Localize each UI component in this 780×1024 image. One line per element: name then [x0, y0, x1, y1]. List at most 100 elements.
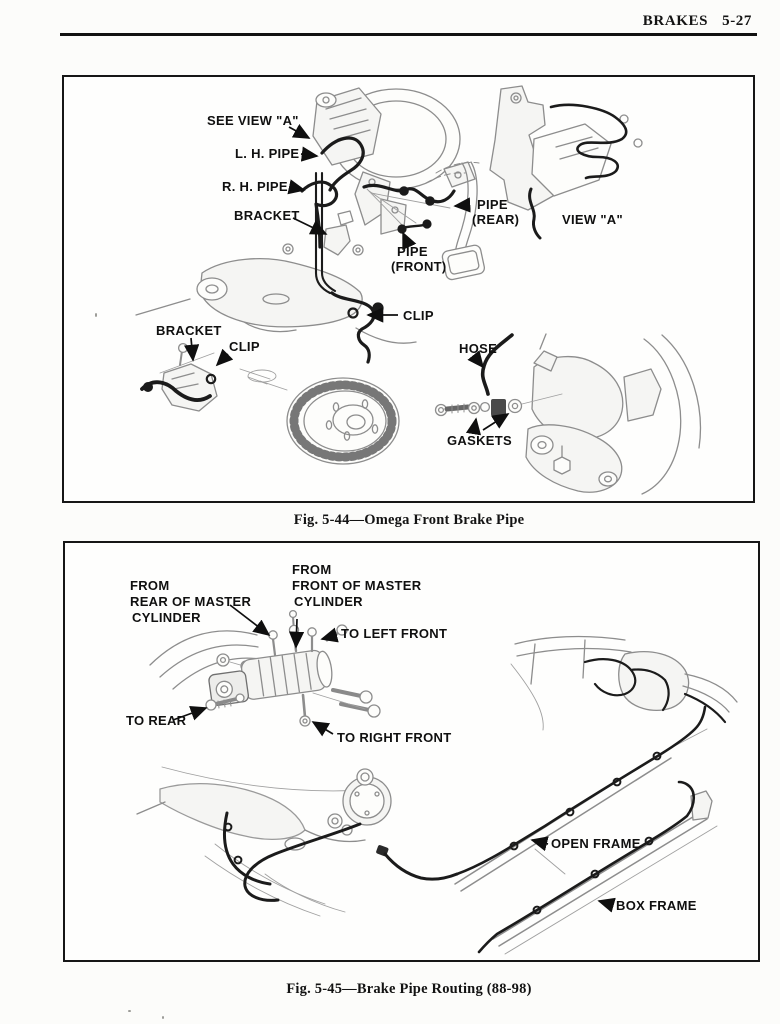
label-bracket-lower: BRACKET	[156, 323, 222, 338]
label-from-rear-1: FROM	[130, 578, 169, 593]
label-from-rear-2: REAR OF MASTER	[130, 594, 252, 609]
pipe-box-frame	[477, 780, 696, 954]
fitting-down	[299, 693, 311, 727]
chassis-left	[136, 766, 366, 917]
pipe-clip	[223, 822, 233, 832]
pipe-rear-run	[362, 183, 456, 204]
pipe-down-knuckle	[330, 291, 376, 364]
clip-ring-lower	[205, 373, 217, 385]
label-pipe-rear-1: PIPE	[477, 197, 508, 212]
arrow-from-front	[288, 618, 305, 649]
label-open-frame: OPEN FRAME	[551, 836, 641, 851]
steering-knuckle	[525, 333, 702, 495]
figure-5-45-drawing: FROM REAR OF MASTER CYLINDER FROM FRONT …	[126, 562, 738, 955]
label-view-a: VIEW "A"	[562, 212, 623, 227]
section-title: BRAKES	[642, 13, 709, 29]
pipe-clip	[652, 751, 662, 761]
arrow-pipe-front	[402, 231, 417, 251]
arrow-gasket-2	[482, 413, 510, 431]
figure-5-45-box: FROM REAR OF MASTER CYLINDER FROM FRONT …	[63, 541, 760, 962]
label-clip-lower: CLIP	[229, 339, 260, 354]
brake-pedal	[425, 161, 486, 281]
figure-5-44-drawing: SEE VIEW "A" L. H. PIPE R. H. PIPE BRACK…	[135, 85, 702, 495]
fender-arcs	[149, 630, 261, 690]
scan-speck	[95, 313, 97, 317]
brake-pipe-routing	[223, 658, 727, 954]
background-line-art-2	[136, 609, 738, 955]
arrow-bracket-lower	[183, 337, 200, 362]
arrow-to-rear	[172, 706, 208, 721]
label-pipe-front-2: (FRONT)	[391, 259, 447, 274]
label-gaskets: GASKETS	[447, 433, 512, 448]
arrow-gasket-1	[465, 417, 482, 436]
pipe-vertical-run-2	[320, 171, 337, 293]
arrow-clip-lower	[215, 348, 234, 367]
label-to-rear: TO REAR	[126, 713, 187, 728]
label-lh-pipe: L. H. PIPE	[235, 146, 299, 161]
label-to-right-front: TO RIGHT FRONT	[337, 730, 451, 745]
arrow-box-frame	[597, 897, 616, 913]
backing-plate-center	[327, 768, 392, 836]
pipe-clip	[565, 807, 575, 817]
arrow-rh-pipe	[287, 179, 306, 195]
pipe-axle-stub	[629, 668, 670, 712]
ground-hatching	[159, 352, 288, 391]
brake-pipes	[140, 103, 628, 402]
bracket-assembly-lower	[161, 342, 218, 412]
figure2-arrows	[172, 604, 616, 913]
pipe-clip	[532, 905, 542, 915]
pipe-left-branch	[243, 822, 362, 902]
figure2-labels: FROM REAR OF MASTER CYLINDER FROM FRONT …	[126, 562, 697, 913]
arrow-to-left-front	[320, 627, 339, 643]
label-pipe-front-1: PIPE	[397, 244, 428, 259]
rear-axle-assembly	[510, 635, 738, 731]
label-see-view-a: SEE VIEW "A"	[207, 113, 299, 128]
label-from-rear-3: CYLINDER	[132, 610, 201, 625]
background-line-art	[135, 85, 702, 495]
open-frame-rail	[454, 728, 708, 892]
pipe-clip	[233, 855, 243, 865]
lower-bracket-hose	[140, 380, 212, 402]
label-hose: HOSE	[459, 341, 497, 356]
lh-pipe	[320, 136, 365, 192]
header-rule	[60, 33, 757, 36]
arrow-bracket-upper	[292, 217, 328, 235]
arrow-from-rear	[229, 604, 271, 637]
label-from-front-3: CYLINDER	[294, 594, 363, 609]
to-rear-bolt	[205, 693, 245, 711]
box-frame-rail	[492, 790, 718, 955]
view-a-hose	[528, 187, 542, 240]
arrow-open-frame	[530, 836, 549, 852]
page-header: BRAKES 5-27	[643, 13, 752, 30]
brake-rotor	[286, 377, 400, 465]
hose-fitting-hardware	[434, 393, 563, 417]
clip-ring-center	[347, 307, 359, 319]
label-to-left-front: TO LEFT FRONT	[341, 626, 447, 641]
figure-5-45-caption: Fig. 5-45—Brake Pipe Routing (88-98)	[286, 981, 532, 997]
page-number: 5-27	[722, 13, 752, 29]
scan-speck	[162, 1016, 164, 1019]
outlet-bolts-right	[312, 688, 381, 718]
label-bracket-upper: BRACKET	[234, 208, 300, 223]
label-box-frame: BOX FRAME	[616, 898, 697, 913]
label-from-front-2: FRONT OF MASTER	[292, 578, 422, 593]
arrow-see-view-a	[288, 123, 311, 139]
figure1-arrows	[183, 123, 510, 436]
pipe-axle-zigzag	[583, 658, 637, 697]
rh-pipe-pigtail	[300, 180, 339, 249]
arrow-hose	[467, 350, 485, 369]
master-cylinder	[312, 87, 382, 166]
label-pipe-rear-2: (REAR)	[472, 212, 519, 227]
figure-5-44-box: SEE VIEW "A" L. H. PIPE R. H. PIPE BRACK…	[62, 75, 755, 503]
master-cylinder-assembly	[208, 649, 333, 706]
pipe-axle-right	[683, 692, 727, 724]
pipe-bracket-upper	[282, 171, 407, 256]
pipe-clip	[644, 836, 654, 846]
arrow-lh-pipe	[300, 146, 319, 162]
view-a-pipes	[549, 103, 628, 180]
pipe-clip	[612, 777, 622, 787]
pipe-clip	[509, 841, 519, 851]
label-from-front-1: FROM	[292, 562, 331, 577]
outlet-fittings-top	[268, 609, 348, 657]
